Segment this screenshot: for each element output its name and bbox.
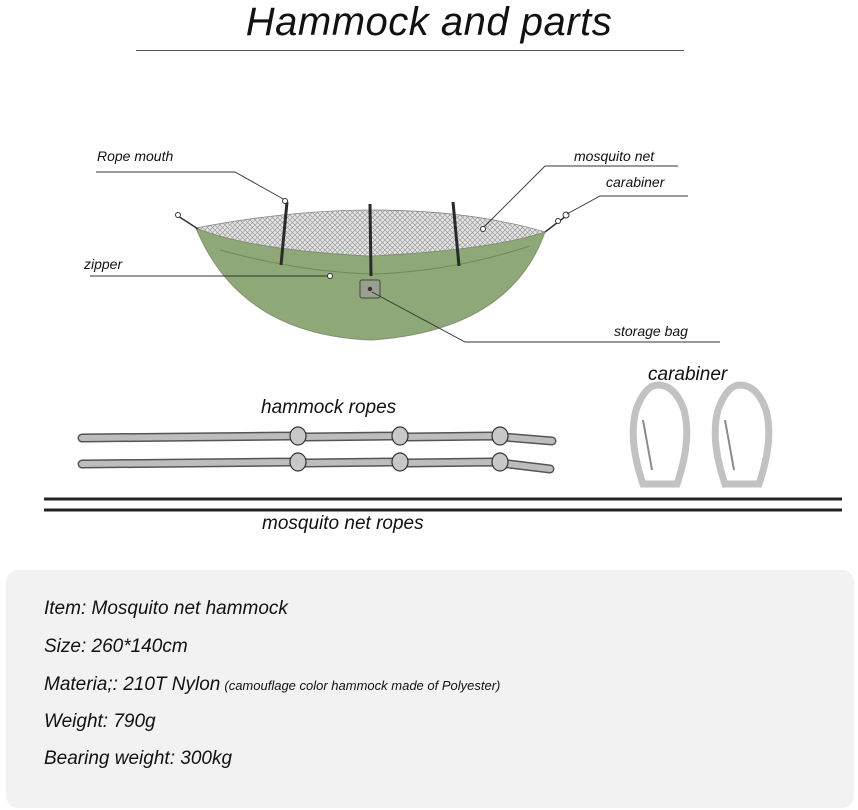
end-cord-left: [177, 215, 199, 230]
callout-dot-rope-mouth: [282, 198, 288, 204]
end-cord-right: [544, 215, 567, 233]
rope-knots: [289, 426, 509, 472]
hammock-rope-top: [77, 430, 557, 446]
spec-material: Materia;: 210T Nylon: [44, 674, 221, 695]
hammock-rope-bottom: [77, 456, 555, 474]
net-rod-right: [451, 201, 461, 267]
title-underline: [136, 50, 684, 51]
spec-item: Item: Mosquito net hammock: [44, 598, 288, 619]
callout-dot-zipper: [327, 273, 333, 279]
label-mosquito-net: mosquito net: [574, 148, 655, 164]
label-storage-bag: storage bag: [614, 323, 688, 339]
storage-bag-dot: [367, 286, 373, 292]
callout-storage-bag: [371, 291, 720, 343]
spec-panel: Item: Mosquito net hammock Size: 260*140…: [6, 570, 854, 808]
label-carabiner-accessory: carabiner: [648, 364, 728, 385]
spec-weight: Weight: 790g: [44, 711, 156, 732]
net-rod-center: [368, 203, 373, 277]
callout-rope-mouth: [96, 171, 286, 201]
callout-dot-mosquito-net: [480, 226, 486, 232]
label-zipper: zipper: [84, 256, 123, 272]
label-rope-mouth: Rope mouth: [97, 148, 174, 164]
diagram-title: Hammock and parts: [245, 0, 613, 44]
hammock-diagram: [44, 165, 842, 512]
spec-material-row: Materia;: 210T Nylon(camouflage color ha…: [44, 674, 500, 696]
end-ring-left: [175, 212, 181, 218]
callout-mosquito-net: [482, 165, 678, 229]
net-rod-left: [279, 201, 289, 266]
carabiner-right: [711, 381, 773, 488]
label-hammock-ropes: hammock ropes: [261, 397, 397, 418]
label-carabiner-part: carabiner: [606, 174, 665, 190]
carabiner-left: [629, 381, 691, 488]
spec-size: Size: 260*140cm: [44, 636, 188, 657]
callout-carabiner: [566, 195, 688, 215]
carabiner-ring-small: [555, 218, 561, 224]
spec-material-note: (camouflage color hammock made of Polyes…: [224, 678, 501, 693]
spec-bearing-weight: Bearing weight: 300kg: [44, 748, 233, 769]
label-mosquito-net-ropes: mosquito net ropes: [262, 513, 424, 534]
